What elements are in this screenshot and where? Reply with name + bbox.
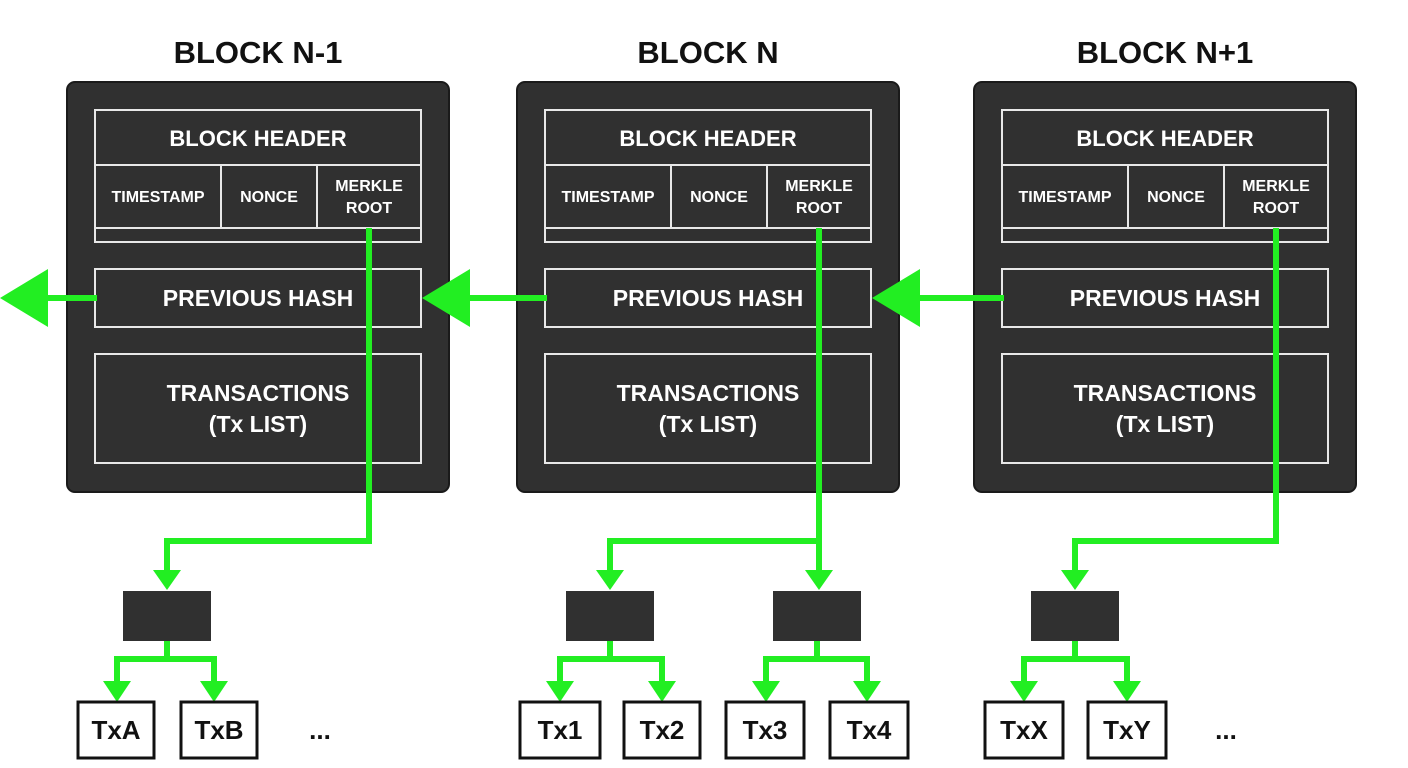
previous-hash-label: PREVIOUS HASH <box>1070 285 1260 311</box>
merkle-root-link <box>164 228 372 574</box>
merkle-root-link <box>1072 228 1279 574</box>
merkle-root-field-line1: MERKLE <box>1242 178 1310 195</box>
arrowhead <box>805 570 833 590</box>
block-title: BLOCK N-1 <box>174 35 343 70</box>
tx-leaf-label: Tx2 <box>640 715 685 745</box>
prev-hash-arrow <box>872 269 1004 327</box>
block-n: BLOCK N BLOCK HEADER TIMESTAMP NONCE MER… <box>516 35 900 493</box>
block-header-frame <box>94 109 422 243</box>
block-header-label: BLOCK HEADER <box>169 126 346 151</box>
merkle-root-field-line2: ROOT <box>346 200 392 217</box>
merkle-links <box>153 228 1279 590</box>
block-n-plus-1: BLOCK N+1 BLOCK HEADER TIMESTAMP NONCE M… <box>973 35 1357 493</box>
tx-leaf-label: Tx4 <box>847 715 892 745</box>
tx-leaf <box>622 700 702 760</box>
transactions-label: TRANSACTIONS <box>167 380 350 406</box>
block-title: BLOCK N <box>637 35 778 70</box>
merkle-node <box>1031 591 1119 641</box>
merkle-root-field-line2: ROOT <box>1253 200 1299 217</box>
block-header: BLOCK HEADER TIMESTAMP NONCE MERKLE ROOT <box>544 109 872 243</box>
tx-leaf-label: Tx3 <box>743 715 788 745</box>
tx-leaf <box>179 700 259 760</box>
tx-list-label: (Tx LIST) <box>209 411 307 437</box>
more-ellipsis: ... <box>1215 715 1237 745</box>
block-body <box>973 81 1357 493</box>
more-ellipsis: ... <box>309 715 331 745</box>
transactions-box <box>1001 353 1329 464</box>
timestamp-field: TIMESTAMP <box>561 189 654 206</box>
tx-leaf <box>983 700 1065 760</box>
block-n-minus-1: BLOCK N-1 BLOCK HEADER TIMESTAMP NONCE M… <box>66 35 450 493</box>
prev-hash-arrow <box>0 269 97 327</box>
transactions-label: TRANSACTIONS <box>1074 380 1257 406</box>
arrowhead <box>1061 570 1089 590</box>
block-header-frame <box>544 109 872 243</box>
merkle-node <box>566 591 654 641</box>
prev-hash-arrow <box>422 269 547 327</box>
nonce-field: NONCE <box>690 189 748 206</box>
transactions-label: TRANSACTIONS <box>617 380 800 406</box>
arrowhead <box>596 570 624 590</box>
leaf-transactions: TxA TxB ... Tx1 Tx2 Tx3 Tx4 TxX TxY ... <box>76 700 1237 760</box>
tx-leaf <box>828 700 910 760</box>
tx-leaf-label: TxX <box>1000 715 1048 745</box>
block-header-frame <box>1001 109 1329 243</box>
block-header-label: BLOCK HEADER <box>1076 126 1253 151</box>
nonce-field: NONCE <box>1147 189 1205 206</box>
timestamp-field: TIMESTAMP <box>111 189 204 206</box>
merkle-root-field-line1: MERKLE <box>335 178 403 195</box>
previous-hash-label: PREVIOUS HASH <box>163 285 353 311</box>
merkle-root-field-line1: MERKLE <box>785 178 853 195</box>
block-header: BLOCK HEADER TIMESTAMP NONCE MERKLE ROOT <box>94 109 422 243</box>
block-title: BLOCK N+1 <box>1077 35 1254 70</box>
transactions-box <box>94 353 422 464</box>
nonce-field: NONCE <box>240 189 298 206</box>
hash-link-arrows <box>0 269 1004 327</box>
timestamp-field: TIMESTAMP <box>1018 189 1111 206</box>
tx-leaf <box>518 700 602 760</box>
tx-leaf-label: TxY <box>1103 715 1151 745</box>
leaf-branches <box>103 641 1141 702</box>
tx-leaf <box>76 700 156 760</box>
arrowhead <box>153 570 181 590</box>
merkle-node <box>773 591 861 641</box>
tx-leaf-label: TxA <box>91 715 140 745</box>
tx-leaf-label: TxB <box>194 715 243 745</box>
block-header-label: BLOCK HEADER <box>619 126 796 151</box>
transactions-box <box>544 353 872 464</box>
merkle-root-link <box>607 538 819 574</box>
tx-list-label: (Tx LIST) <box>659 411 757 437</box>
tx-list-label: (Tx LIST) <box>1116 411 1214 437</box>
previous-hash-label: PREVIOUS HASH <box>613 285 803 311</box>
merkle-node <box>123 591 211 641</box>
tx-leaf <box>724 700 806 760</box>
merkle-nodes <box>123 591 1119 641</box>
tx-leaf-label: Tx1 <box>538 715 583 745</box>
tx-leaf <box>1086 700 1168 760</box>
merkle-root-field-line2: ROOT <box>796 200 842 217</box>
